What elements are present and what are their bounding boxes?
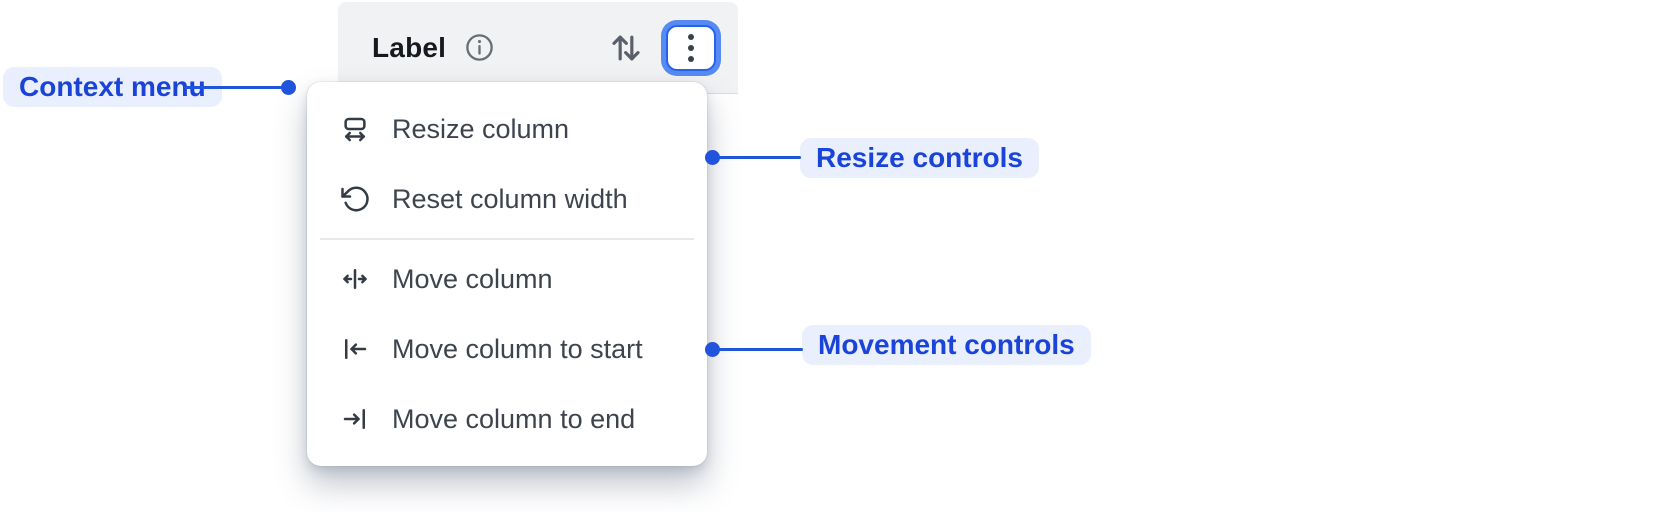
menu-item-label: Move column to start	[392, 333, 643, 364]
annotation-resize-controls: Resize controls	[800, 138, 1039, 178]
annotation-connector-dot	[705, 150, 720, 165]
menu-item-label: Move column	[392, 263, 553, 294]
column-context-menu: Resize column Reset column width	[307, 82, 707, 466]
menu-item-move-column-to-end[interactable]: Move column to end	[307, 384, 707, 454]
kebab-menu-button[interactable]	[666, 24, 716, 71]
menu-item-reset-column-width[interactable]: Reset column width	[307, 164, 707, 234]
menu-separator	[320, 238, 694, 240]
kebab-menu-icon	[688, 33, 694, 40]
reset-column-width-icon	[340, 184, 370, 214]
annotation-movement-controls: Movement controls	[802, 325, 1091, 365]
menu-item-label: Reset column width	[392, 183, 628, 214]
move-column-to-start-icon	[340, 334, 370, 364]
annotation-connector-line	[184, 86, 282, 89]
menu-item-resize-column[interactable]: Resize column	[307, 94, 707, 164]
annotation-context-menu: Context menu	[3, 67, 222, 107]
move-column-to-end-icon	[340, 404, 370, 434]
sort-vertical-icon[interactable]	[606, 28, 646, 68]
annotation-connector-line	[712, 156, 801, 159]
annotation-connector-line	[712, 348, 803, 351]
menu-item-move-column[interactable]: Move column	[307, 244, 707, 314]
annotation-connector-dot	[281, 80, 296, 95]
info-icon[interactable]	[464, 32, 495, 63]
menu-item-label: Move column to end	[392, 403, 636, 434]
move-column-icon	[340, 264, 370, 294]
resize-column-icon	[340, 114, 370, 144]
menu-item-label: Resize column	[392, 113, 570, 144]
menu-item-move-column-to-start[interactable]: Move column to start	[307, 314, 707, 384]
column-header-label: Label	[372, 31, 447, 63]
annotation-connector-dot	[705, 342, 720, 357]
column-header: Label	[338, 2, 738, 94]
